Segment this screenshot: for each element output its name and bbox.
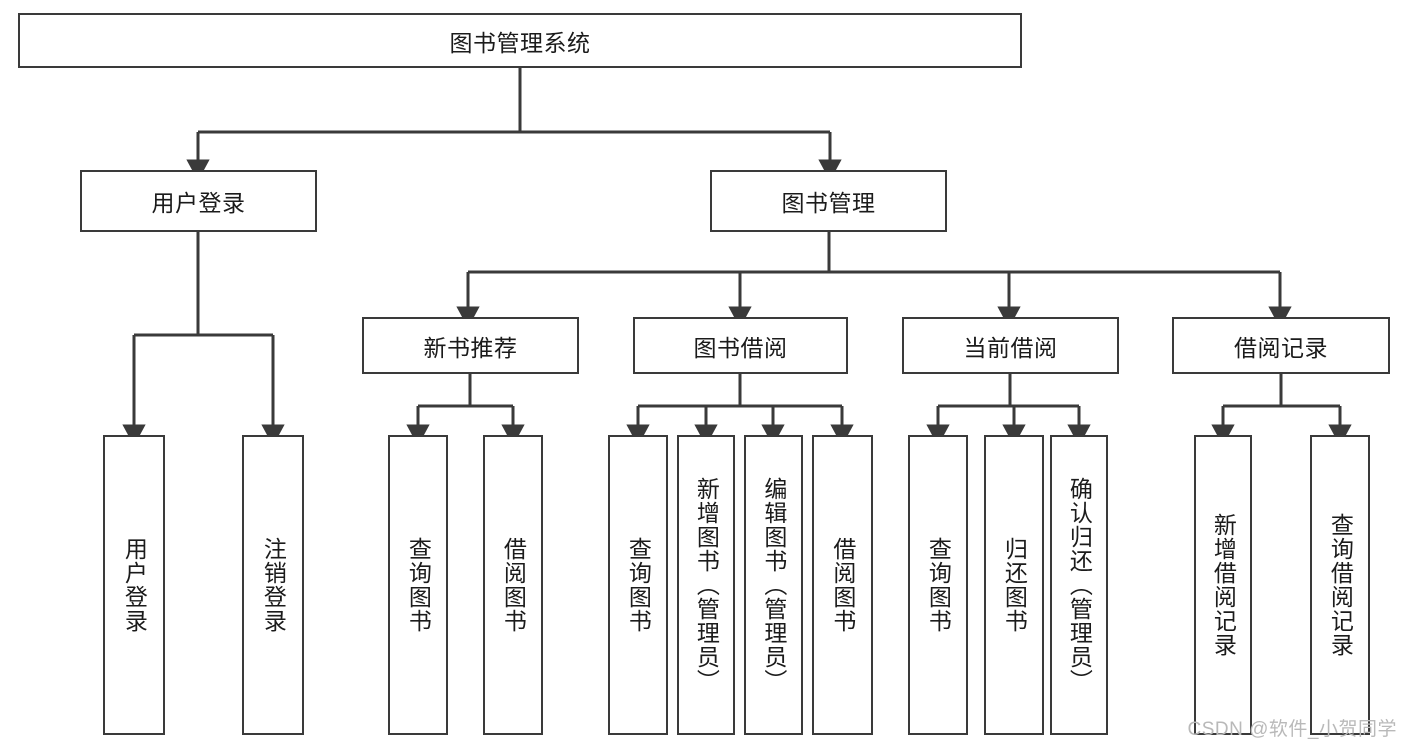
leaf-record-add-record[interactable]: 新增借阅记录 <box>1194 435 1252 735</box>
leaf-borrow-add-book-admin[interactable]: 新增图书（管理员） <box>677 435 735 735</box>
leaf-current-return-book[interactable]: 归还图书 <box>984 435 1044 735</box>
node-current-borrow[interactable]: 当前借阅 <box>902 317 1119 374</box>
watermark: CSDN @软件_小贺同学 <box>1187 719 1397 740</box>
node-user-login[interactable]: 用户登录 <box>80 170 317 232</box>
leaf-borrow-query-book[interactable]: 查询图书 <box>608 435 668 735</box>
leaf-current-confirm-return-admin[interactable]: 确认归还（管理员） <box>1050 435 1108 735</box>
node-new-book-recommend[interactable]: 新书推荐 <box>362 317 579 374</box>
leaf-newbook-query-book[interactable]: 查询图书 <box>388 435 448 735</box>
leaf-user-login[interactable]: 用户登录 <box>103 435 165 735</box>
leaf-newbook-borrow-book[interactable]: 借阅图书 <box>483 435 543 735</box>
leaf-record-query-record[interactable]: 查询借阅记录 <box>1310 435 1370 735</box>
node-book-manage[interactable]: 图书管理 <box>710 170 947 232</box>
leaf-borrow-borrow-book[interactable]: 借阅图书 <box>812 435 873 735</box>
leaf-user-logout[interactable]: 注销登录 <box>242 435 304 735</box>
leaf-borrow-edit-book-admin[interactable]: 编辑图书（管理员） <box>744 435 803 735</box>
node-book-borrow[interactable]: 图书借阅 <box>633 317 848 374</box>
leaf-current-query-book[interactable]: 查询图书 <box>908 435 968 735</box>
node-borrow-record[interactable]: 借阅记录 <box>1172 317 1390 374</box>
node-root[interactable]: 图书管理系统 <box>18 13 1022 68</box>
